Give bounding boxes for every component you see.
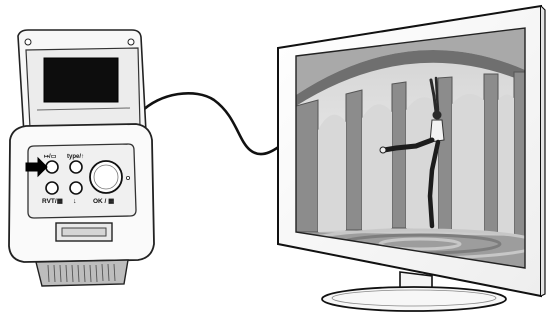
tv-out-label: ↦/▭ — [44, 153, 57, 160]
tv-stand-base — [322, 287, 506, 311]
rvt-label: RVT/▦ — [42, 198, 64, 205]
indicator-led — [126, 176, 129, 179]
device-body — [9, 124, 154, 286]
flat-screen-tv — [278, 5, 545, 311]
film-scanner-device: ↦/▭ type/↑ RVT/▦ ↓ OK / ▦ — [9, 30, 154, 286]
ok-label: OK / ▦ — [93, 198, 115, 205]
lcd-screen — [44, 58, 118, 102]
type-label: type/↑ — [67, 154, 84, 160]
connection-cable — [140, 93, 290, 154]
down-label: ↓ — [73, 198, 77, 205]
device-lid — [18, 30, 146, 134]
